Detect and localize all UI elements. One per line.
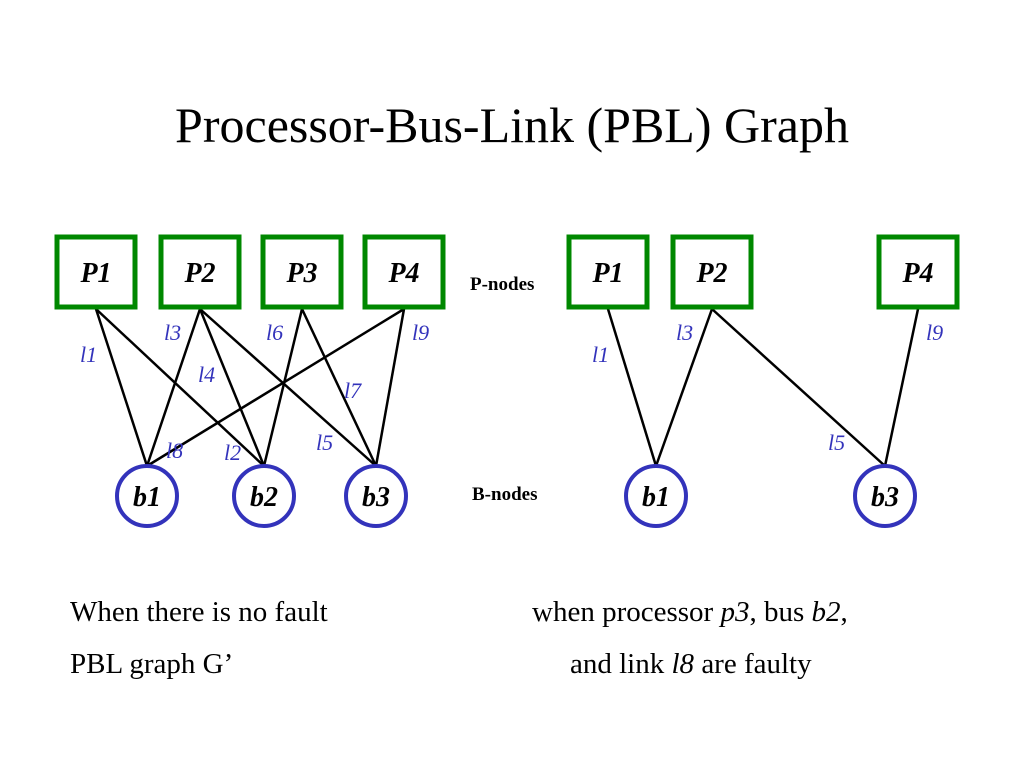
bus-label-b1: b1	[642, 482, 670, 513]
link-l5-edge	[199, 308, 377, 467]
processor-node-p2	[670, 234, 754, 310]
link-l5-label: l5	[828, 430, 845, 455]
bus-node-b3	[853, 464, 917, 528]
link-l9-label: l9	[412, 320, 429, 345]
left-graph-links: l1 l4 l3 l2 l5 l6 l7 l8 l9	[80, 307, 429, 468]
processor-node-p1	[54, 234, 138, 310]
processor-label-p2: P2	[695, 258, 727, 289]
bus-label-b1: b1	[133, 482, 161, 513]
link-l9-edge	[374, 308, 406, 467]
bus-label-b3: b3	[871, 482, 899, 513]
caption-processor: p3	[720, 596, 750, 628]
link-l2-label: l2	[224, 440, 241, 465]
bus-label-b2: b2	[250, 482, 278, 513]
slide-title: Processor-Bus-Link (PBL) Graph	[175, 97, 849, 153]
processor-node-p4	[362, 234, 446, 310]
link-l5-edge	[711, 308, 886, 467]
link-l3-edge	[654, 308, 714, 467]
link-l1-label: l1	[592, 342, 609, 367]
link-l8-label: l8	[166, 438, 183, 463]
link-l6-label: l6	[266, 320, 283, 345]
left-graph-nodes: P1 P2 P3 P4 b1 b2 b3	[54, 234, 446, 528]
link-l1-label: l1	[80, 342, 97, 367]
caption-text: ,	[840, 596, 848, 628]
link-l5-label: l5	[316, 430, 333, 455]
link-l7-label: l7	[344, 378, 362, 403]
processor-label-p3: P3	[285, 258, 317, 289]
caption-no-fault: When there is no fault PBL graph G’	[70, 586, 328, 690]
processor-label-p1: P1	[591, 258, 623, 289]
bus-label-b3: b3	[362, 482, 390, 513]
processor-label-p1: P1	[79, 258, 111, 289]
b-nodes-label: B-nodes	[472, 484, 537, 505]
caption-text: are faulty	[694, 648, 812, 680]
caption-bus: b2	[811, 596, 841, 628]
link-l3-label: l3	[676, 320, 693, 345]
processor-node-p2	[158, 234, 242, 310]
link-l9-edge	[883, 308, 920, 467]
processor-node-p4	[876, 234, 960, 310]
link-l1-edge	[606, 308, 658, 467]
right-graph-nodes: P1 P2 P4 b1 b3	[566, 234, 960, 528]
link-l3-edge	[145, 308, 202, 467]
caption-text: and link	[570, 648, 672, 680]
caption-link: l8	[671, 648, 695, 680]
caption-right-line2: and link l8 are faulty	[532, 638, 848, 690]
link-l7-edge	[300, 308, 378, 467]
link-l3-label: l3	[164, 320, 181, 345]
bus-node-b1	[624, 464, 688, 528]
processor-label-p4: P4	[901, 258, 933, 289]
bus-node-b1	[115, 464, 179, 528]
caption-left-line2: PBL graph G’	[70, 648, 234, 680]
link-l4-edge	[95, 308, 265, 467]
processor-node-p3	[260, 234, 344, 310]
link-l8-edge	[146, 307, 405, 468]
right-graph-links: l1 l3 l5 l9	[592, 308, 943, 467]
p-nodes-label: P-nodes	[470, 274, 534, 295]
bus-node-b2	[232, 464, 296, 528]
caption-left-line1: When there is no fault	[70, 596, 328, 628]
caption-text: when processor	[532, 596, 721, 628]
link-l4-label: l4	[198, 362, 215, 387]
link-l1-edge	[94, 308, 149, 467]
link-l9-label: l9	[926, 320, 943, 345]
processor-label-p4: P4	[387, 258, 419, 289]
processor-label-p2: P2	[183, 258, 215, 289]
link-l2-edge	[198, 308, 266, 467]
bus-node-b3	[344, 464, 408, 528]
caption-text: , bus	[749, 596, 812, 628]
link-l6-edge	[262, 308, 304, 467]
processor-node-p1	[566, 234, 650, 310]
caption-faulty: when processor p3, bus b2, and link l8 a…	[532, 586, 848, 690]
caption-right-line1: when processor p3, bus b2,	[532, 586, 848, 638]
